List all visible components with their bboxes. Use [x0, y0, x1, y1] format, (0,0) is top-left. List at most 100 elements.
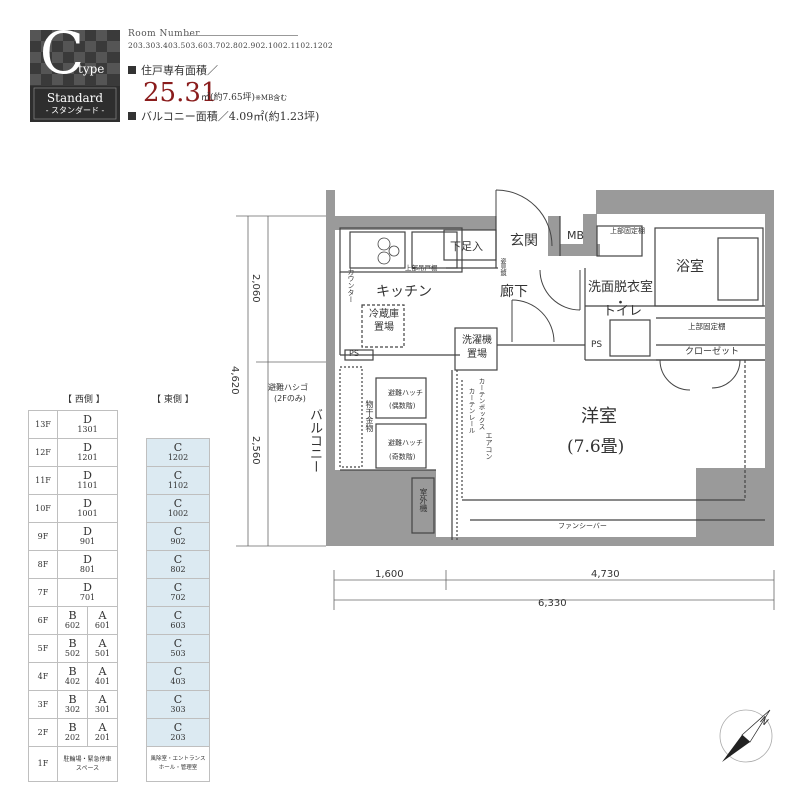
label-western-size: (7.6畳) [567, 437, 625, 457]
bullet-square-icon [128, 112, 136, 120]
unit-type: C [173, 440, 183, 454]
unit-type: D [83, 440, 92, 454]
unit-number: 702 [170, 592, 186, 602]
unit-type: D [83, 468, 92, 482]
private-area-unit-text: ㎡(約7.65坪) [201, 93, 256, 103]
private-area-value: 25.31 [143, 78, 218, 108]
unit-number: 802 [170, 564, 186, 574]
label-toilet: トイレ [603, 304, 643, 319]
label-ladder-note: (2Fのみ) [274, 394, 306, 403]
unit-number: 403 [170, 676, 186, 686]
label-outdoor-unit: 室外機 [419, 488, 428, 512]
unit-number: 901 [79, 536, 96, 546]
west-side-label: 【 西側 】 [63, 395, 105, 405]
unit-type: A [98, 636, 107, 650]
private-area-label: 住戸専有面積／ [141, 64, 218, 77]
unit-number: 801 [79, 564, 96, 574]
dim-lower: 2,560 [250, 436, 261, 465]
label-ps-kitchen: PS [349, 349, 359, 358]
unit-type: A [98, 664, 107, 678]
floor-number: 11F [28, 466, 58, 495]
unit-number: 301 [94, 704, 111, 714]
label-laundry-rack: 物干金物 [365, 400, 374, 432]
label-upper-shelf-2: 上部固定棚 [688, 322, 726, 331]
stove-icon [377, 237, 400, 265]
east-ground: 風除室・エントランスホール・管理室 [146, 746, 210, 782]
label-closet: クローゼット [685, 347, 740, 357]
label-bath: 浴室 [676, 259, 704, 275]
label-mb: MB [567, 229, 585, 242]
label-wash-room: 洗面脱衣室 [588, 280, 654, 295]
private-area-note: ※MB含む [255, 94, 288, 102]
label-kitchen: キッチン [376, 284, 432, 300]
label-ladder: 避難ハシゴ [268, 383, 308, 392]
unit-number: 201 [94, 732, 111, 742]
label-mirror: 姿見鏡 [499, 258, 506, 276]
dim-upper: 2,060 [250, 274, 261, 303]
unit-number: 1001 [77, 508, 98, 518]
unit-type: B [68, 664, 77, 678]
type-badge [30, 30, 120, 122]
label-western-room: 洋室 [581, 406, 617, 427]
east-side-label: 【 東側 】 [152, 395, 194, 405]
unit-number: 602 [64, 620, 81, 630]
unit-number: 1002 [167, 508, 189, 518]
label-upper-shelf: 上部固定棚 [610, 227, 645, 235]
floor-number: 2F [28, 718, 58, 747]
unit-type: D [83, 412, 92, 426]
unit-number: 601 [94, 620, 111, 630]
label-counter: カウンター [347, 268, 355, 303]
unit-number: 1101 [77, 480, 98, 490]
west-ground: 駐輪場・緊急停車スペース [57, 746, 118, 782]
compass-icon [719, 709, 773, 763]
unit-type: C [173, 636, 183, 650]
unit-number: 302 [64, 704, 81, 714]
unit-number: 1201 [77, 452, 98, 462]
label-balcony: バルコニー [307, 408, 322, 473]
balcony-area-label: バルコニー面積／4.09㎡(約1.23坪) [141, 110, 320, 123]
unit-number: 203 [170, 732, 186, 742]
unit-type: A [98, 692, 107, 706]
label-washer: 洗濯機置場 [462, 335, 492, 360]
standard-jp: - スタンダード - [45, 106, 105, 115]
room-number-rule [188, 35, 298, 36]
unit-number: 501 [94, 648, 111, 658]
walls [326, 190, 774, 546]
unit-type: B [68, 720, 77, 734]
unit-number: 202 [64, 732, 81, 742]
unit-number: 701 [79, 592, 96, 602]
label-entrance: 玄関 [510, 233, 538, 249]
unit-type: D [83, 552, 92, 566]
label-corridor: 廊下 [500, 284, 528, 300]
unit-type: C [173, 692, 183, 706]
unit-type: C [173, 524, 183, 538]
label-curtain-rail: カーテンレール [467, 388, 475, 434]
unit-type: D [83, 524, 92, 538]
